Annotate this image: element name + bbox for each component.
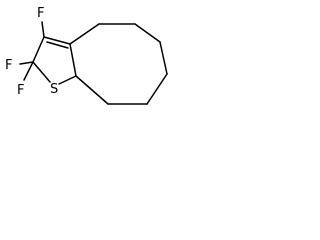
atom-label-f-top: F (37, 6, 44, 21)
bond-c3-c3a-double (46, 41, 69, 49)
atom-label-f-bottom: F (17, 83, 24, 98)
structure-canvas: F F F S (0, 0, 191, 120)
atom-labels: F F F S (5, 6, 58, 98)
bond-c8a-c3a (69, 43, 77, 77)
bond-c3-f (41, 21, 45, 38)
atom-label-f-left: F (5, 58, 12, 73)
bond-s-c8a (58, 75, 77, 85)
bond-c2-s (32, 61, 51, 83)
bond-c9-c8a (75, 75, 109, 105)
bonds (19, 21, 168, 105)
bond-c2-f-left (19, 61, 34, 65)
bond-c2-f-bottom (23, 61, 34, 81)
molecule-drawing: F F F S (5, 6, 168, 105)
bond-c3a-c4 (69, 23, 100, 45)
atom-label-s: S (50, 82, 58, 97)
bond-c3-c2 (32, 36, 45, 63)
bond-c6-c7 (159, 41, 168, 75)
bond-c7-c8 (146, 73, 168, 105)
bond-c5-c6 (134, 23, 161, 43)
bond-c3-c3a (43, 36, 71, 45)
